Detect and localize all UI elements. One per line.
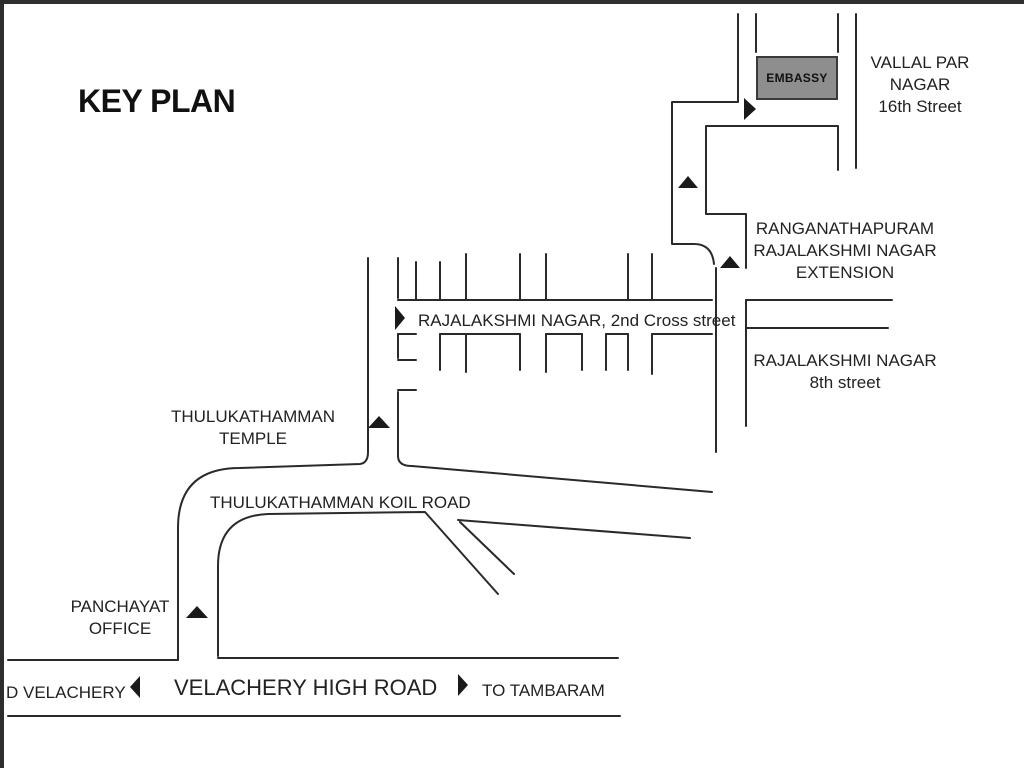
panchayat-label: PANCHAYAT OFFICE [70,597,170,638]
eighth-street [715,267,893,453]
arrow-right-icon [458,674,468,696]
arrow-up-icon [186,606,208,618]
key-plan-page: KEY PLAN EMBASSY VALLAL PAR NAGAR 16th S… [4,4,1024,768]
velachery-high-road [7,657,621,717]
temple-label: THULUKATHAMMAN TEMPLE [170,407,336,448]
embassy-approach-road [671,13,857,269]
cross-street-label: RAJALAKSHMI NAGAR, 2nd Cross street [418,311,736,330]
velachery-high-road-label: VELACHERY HIGH ROAD [174,675,438,700]
arrow-right-icon [395,306,405,330]
arrow-up-icon [720,256,740,268]
embassy-marker: EMBASSY [756,56,838,100]
thulukathamman-koil-road [177,257,713,661]
vallal-label: VALLAL PAR NAGAR 16th Street [870,53,970,116]
arrow-right-icon [744,98,756,120]
rajalakshmi-blocks [397,253,713,391]
to-tambaram-label: TO TAMBARAM [482,681,605,700]
koil-road-label: THULUKATHAMMAN KOIL ROAD [210,493,471,512]
arrow-up-icon [368,416,390,428]
ranganathapuram-label: RANGANATHAPURAM RAJALAKSHMI NAGAR EXTENS… [753,219,937,282]
road-map [7,13,893,717]
arrow-left-icon [130,676,140,698]
arrow-up-icon [678,176,698,188]
to-velachery-label: D VELACHERY [6,683,126,702]
eighth-street-label: RAJALAKSHMI NAGAR 8th street [753,351,937,392]
page-title: KEY PLAN [78,83,236,119]
